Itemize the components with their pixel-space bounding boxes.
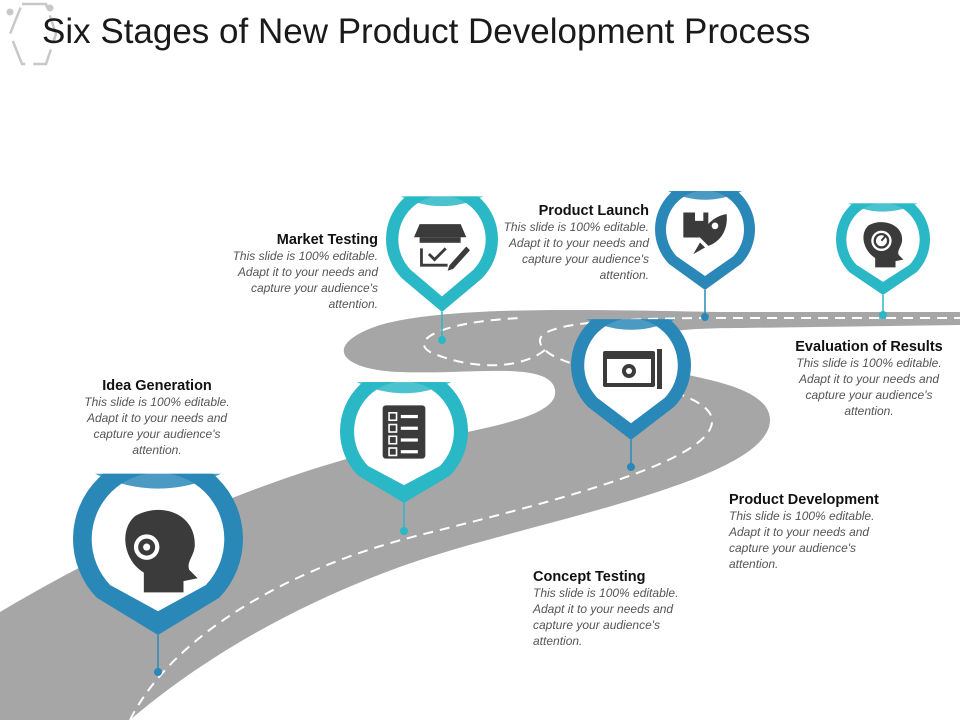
pin-band [95,473,221,489]
stage-description: This slide is 100% editable. Adapt it to… [84,395,230,457]
stage-heading: Product Development [729,492,879,508]
page-title: Six Stages of New Product Development Pr… [42,12,811,51]
stage-description: This slide is 100% editable. Adapt it to… [232,249,378,311]
stage-description: This slide is 100% editable. Adapt it to… [729,509,875,571]
stage-pin-1 [73,473,243,676]
stage-idea-generation: Idea Generation This slide is 100% edita… [78,378,236,458]
stage-evaluation-of-results: Evaluation of Results This slide is 100%… [782,339,956,419]
road-center-line-loop [423,317,546,367]
stage-concept-testing: Concept Testing This slide is 100% edita… [533,569,683,649]
pin-dot [627,463,635,471]
stage-heading: Evaluation of Results [795,339,943,355]
pin-band [356,382,452,394]
stage-heading: Concept Testing [533,569,646,585]
stage-heading: Market Testing [276,232,378,248]
stage-pin-5 [655,191,755,321]
pin-band [667,191,743,200]
pin-band [586,319,676,330]
pin-band [400,196,484,207]
road-center-line [129,317,960,720]
stage-pin-4 [571,319,691,471]
stage-description: This slide is 100% editable. Adapt it to… [796,356,942,418]
pin-dot [400,527,408,535]
pin-dot [438,336,446,344]
hexagon-decoration [6,2,58,66]
pin-dot [154,668,162,676]
road [0,309,960,720]
stage-pin-3 [386,196,498,344]
shop-edit-icon [414,224,470,271]
rocket-launch-icon [683,212,727,255]
stage-market-testing: Market Testing This slide is 100% editab… [230,232,378,312]
stage-heading: Idea Generation [102,378,212,394]
pin-band [848,203,918,212]
stage-description: This slide is 100% editable. Adapt it to… [533,586,679,648]
pin-inner [398,196,486,297]
pin-dot [879,311,887,319]
checklist-icon [382,405,426,459]
pin-dot [701,313,709,321]
head-speedometer-icon [863,222,904,268]
stage-product-development: Product Development This slide is 100% e… [729,492,879,572]
stage-heading: Product Launch [538,203,649,219]
stage-description: This slide is 100% editable. Adapt it to… [503,220,649,282]
stage-pin-6 [836,203,930,319]
stage-pin-2 [340,382,468,535]
head-gear-icon [125,509,198,593]
web-settings-icon [603,349,662,389]
stage-product-launch: Product Launch This slide is 100% editab… [500,203,649,283]
